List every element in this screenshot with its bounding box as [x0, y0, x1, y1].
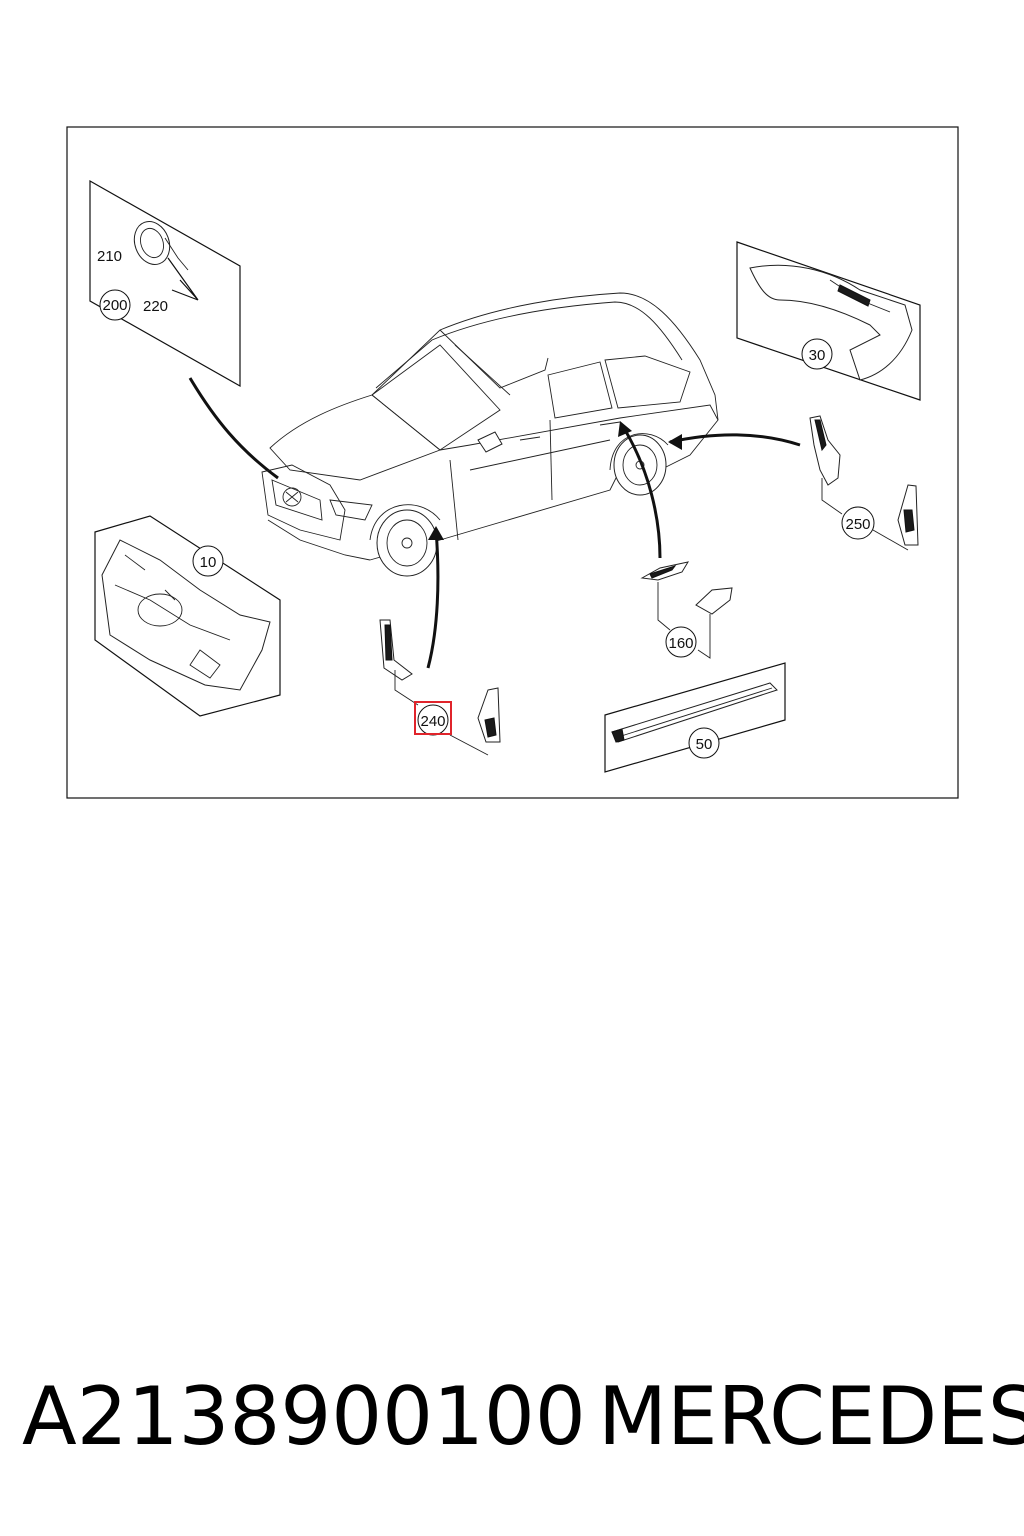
arrow-200: [188, 377, 279, 480]
parts-250: [809, 415, 919, 551]
car-illustration: [261, 292, 719, 577]
svg-text:30: 30: [809, 347, 826, 364]
callout-200[interactable]: 200: [99, 289, 131, 321]
callout-240[interactable]: 240: [414, 701, 452, 736]
callout-160[interactable]: 160: [665, 626, 697, 658]
callout-220[interactable]: 220: [143, 298, 168, 315]
diagram-frame: [66, 126, 959, 799]
parts-diagram: 200 210 220: [66, 126, 959, 799]
highlight-box: [414, 701, 452, 735]
panel-10: [94, 515, 281, 717]
panel-200: [89, 179, 241, 388]
svg-text:160: 160: [668, 635, 693, 652]
svg-text:50: 50: [696, 736, 713, 753]
panel-30: [736, 241, 921, 401]
arrow-240: [426, 529, 440, 669]
svg-text:250: 250: [845, 516, 870, 533]
part-number: A2138900100: [22, 1370, 586, 1463]
brand-name: MERCEDES: [598, 1370, 1024, 1463]
parts-160: [640, 561, 733, 659]
callout-10[interactable]: 10: [192, 545, 224, 577]
svg-text:200: 200: [102, 297, 127, 314]
arrow-30: [669, 433, 801, 447]
callout-210[interactable]: 210: [97, 248, 122, 265]
caption: A2138900100 MERCEDES: [22, 1362, 1024, 1472]
callout-250[interactable]: 250: [841, 506, 875, 540]
parts-240: [379, 619, 501, 756]
svg-text:10: 10: [200, 554, 217, 571]
callout-30[interactable]: 30: [801, 338, 833, 370]
svg-text:240: 240: [420, 713, 445, 730]
panel-50: [604, 662, 786, 773]
arrow-160: [620, 424, 662, 559]
callout-50[interactable]: 50: [688, 727, 720, 759]
